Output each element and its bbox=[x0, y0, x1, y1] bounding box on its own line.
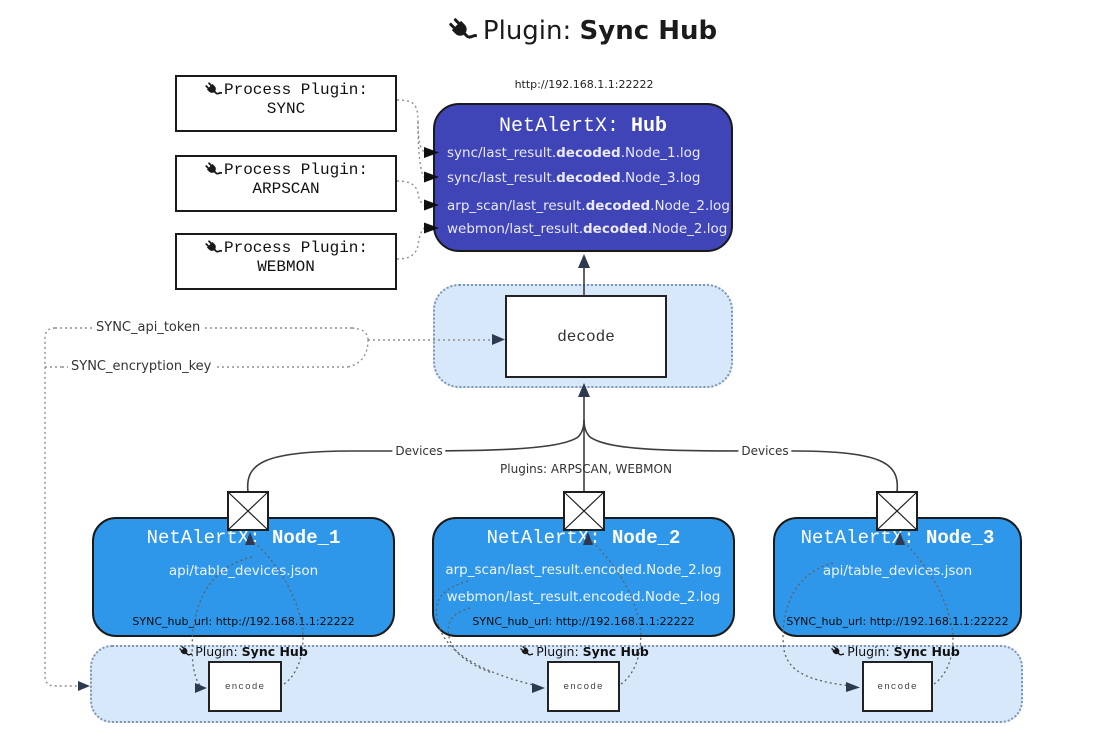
plugin-webmon-to-hub-wire bbox=[396, 227, 425, 260]
page-title: Plugin: Sync Hub bbox=[447, 16, 717, 46]
node-title: NetAlertX: Node_1 bbox=[146, 527, 341, 549]
hub-title: NetAlertX: Hub bbox=[498, 115, 668, 138]
envelope-icon bbox=[876, 491, 918, 531]
process-plugin-webmon: Process Plugin: WEBMON bbox=[175, 233, 397, 290]
decode-step: decode bbox=[505, 295, 667, 378]
node-file-line: api/table_devices.json bbox=[168, 563, 319, 579]
hub-log-line: sync/last_result.decoded.Node_1.log bbox=[447, 145, 701, 161]
hub-node: NetAlertX: Hub sync/last_result.decoded.… bbox=[433, 103, 733, 252]
process-plugin-name: SYNC bbox=[266, 100, 306, 118]
plug-icon bbox=[447, 16, 477, 46]
plug-icon bbox=[519, 645, 533, 659]
process-plugin-arpscan: Process Plugin: ARPSCAN bbox=[175, 155, 397, 212]
hub-log-line: sync/last_result.decoded.Node_3.log bbox=[447, 170, 701, 186]
edge-label-devices-right: Devices bbox=[738, 444, 792, 458]
envelope-icon bbox=[227, 491, 269, 531]
hub-input-arrowheads bbox=[424, 147, 439, 234]
node-2-box: NetAlertX: Node_2 arp_scan/last_result.e… bbox=[432, 517, 735, 637]
node2-encode-wires bbox=[435, 532, 642, 693]
band-plugin-label: Plugin: Sync Hub bbox=[830, 644, 960, 659]
encode-step: encode bbox=[862, 661, 933, 712]
band-plugin-label: Plugin: Sync Hub bbox=[178, 644, 308, 659]
process-plugin-label: Process Plugin: bbox=[223, 239, 369, 257]
plugin-arpscan-to-hub-wire bbox=[396, 180, 425, 206]
process-plugin-sync: Process Plugin: SYNC bbox=[175, 75, 397, 132]
plugin-sync-to-hub-wire bbox=[396, 99, 425, 178]
envelope-icon bbox=[563, 491, 605, 531]
hub-url-label: http://192.168.1.1:22222 bbox=[514, 78, 654, 91]
node1-encode-wires bbox=[191, 532, 304, 693]
page-title-prefix: Plugin: bbox=[482, 16, 580, 46]
node-file-line: arp_scan/last_result.encoded.Node_2.log bbox=[445, 562, 722, 578]
process-plugin-label: Process Plugin: bbox=[223, 161, 369, 179]
encode-step: encode bbox=[547, 661, 620, 712]
decode-to-hub-arrow bbox=[578, 254, 590, 295]
plug-icon bbox=[830, 645, 844, 659]
process-plugin-name: WEBMON bbox=[257, 258, 315, 276]
node-file-line: webmon/last_result.encoded.Node_2.log bbox=[446, 589, 721, 605]
node-title: NetAlertX: Node_3 bbox=[800, 527, 995, 549]
process-plugin-name: ARPSCAN bbox=[252, 180, 320, 198]
config-encryption-key-label: SYNC_encryption_key bbox=[68, 359, 215, 374]
config-token-wires bbox=[44, 327, 505, 691]
plug-icon bbox=[178, 645, 192, 659]
edge-label-devices-left: Devices bbox=[392, 444, 446, 458]
node-hub-url: SYNC_hub_url: http://192.168.1.1:22222 bbox=[786, 615, 1009, 628]
node-1-box: NetAlertX: Node_1 api/table_devices.json… bbox=[92, 517, 395, 637]
config-api-token-label: SYNC_api_token bbox=[93, 320, 204, 335]
encode-step: encode bbox=[208, 661, 282, 712]
process-plugin-label: Process Plugin: bbox=[223, 81, 369, 99]
hub-log-line: webmon/last_result.decoded.Node_2.log bbox=[447, 221, 728, 237]
nodes-to-decode-wires bbox=[246, 383, 899, 493]
node-hub-url: SYNC_hub_url: http://192.168.1.1:22222 bbox=[132, 615, 355, 628]
node-title: NetAlertX: Node_2 bbox=[486, 527, 681, 549]
page-title-bold: Sync Hub bbox=[579, 16, 718, 46]
node-file-line: api/table_devices.json bbox=[822, 563, 973, 579]
hub-log-line: arp_scan/last_result.decoded.Node_2.log bbox=[447, 198, 730, 214]
node3-encode-wires bbox=[782, 532, 954, 692]
edge-label-plugins: Plugins: ARPSCAN, WEBMON bbox=[500, 462, 672, 476]
band-plugin-label: Plugin: Sync Hub bbox=[519, 644, 649, 659]
node-3-box: NetAlertX: Node_3 api/table_devices.json… bbox=[773, 517, 1022, 637]
